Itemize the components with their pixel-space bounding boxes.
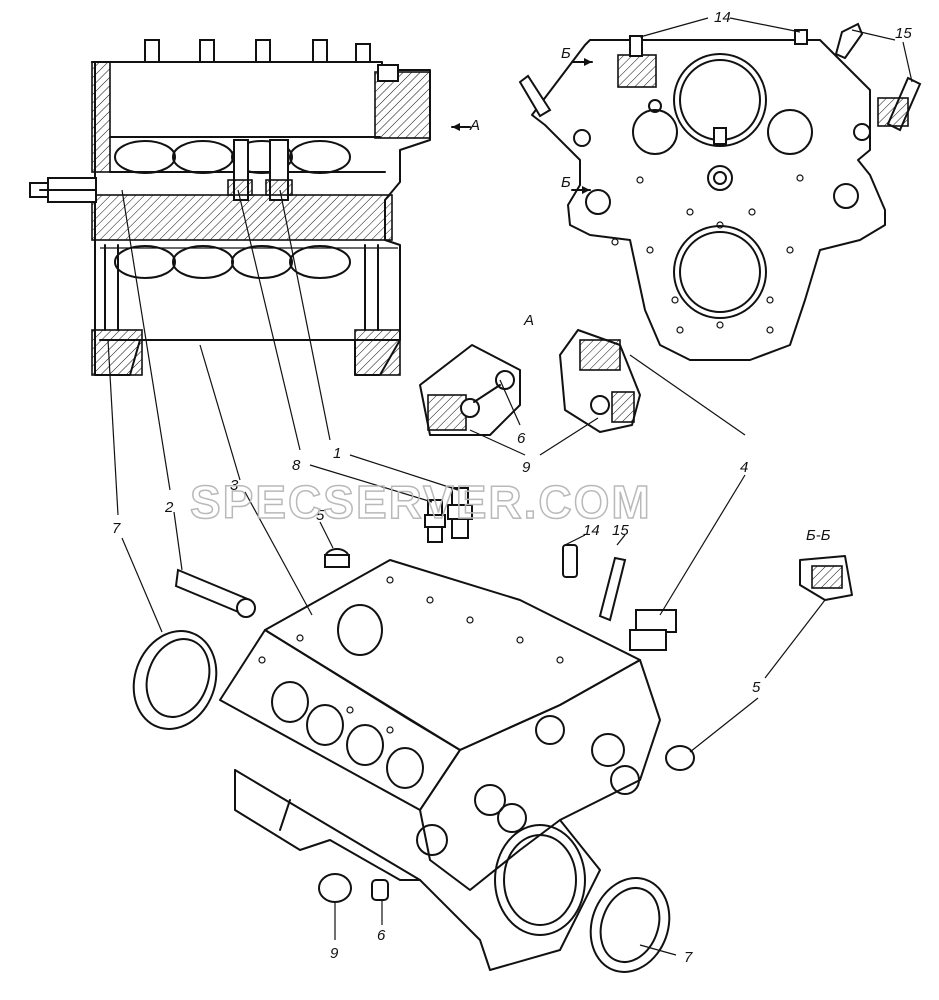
callout-2: 2 <box>164 499 174 516</box>
upper-bores <box>114 140 351 174</box>
label-section-bb: Б-Б <box>806 527 831 544</box>
front-bolt-holes <box>611 174 804 334</box>
label-view-b-2: Б <box>561 174 571 191</box>
callout-4: 4 <box>740 459 748 476</box>
lower-bores <box>114 245 351 279</box>
callout-6-bottom: 6 <box>377 927 386 944</box>
loose-parts <box>132 487 695 973</box>
leader-lines <box>107 17 913 956</box>
longitudinal-section-view: А <box>29 39 480 376</box>
callout-5-left: 5 <box>316 507 325 524</box>
callout-5-right: 5 <box>752 679 761 696</box>
callout-7-left: 7 <box>112 520 121 537</box>
callout-15-mid: 15 <box>612 522 629 539</box>
callout-15-top: 15 <box>895 25 912 42</box>
callout-6-detail: 6 <box>517 430 526 447</box>
callout-14-mid: 14 <box>583 522 600 539</box>
cylinder-block-isometric <box>219 559 661 971</box>
section-bb-view: Б-Б <box>799 527 853 601</box>
callout-1: 1 <box>333 445 341 462</box>
callout-labels: 14 15 6 9 4 8 1 3 2 5 14 15 7 5 9 6 7 <box>112 9 912 966</box>
callout-7-right: 7 <box>684 949 693 966</box>
callout-3: 3 <box>230 477 239 494</box>
label-view-a: А <box>523 312 534 329</box>
callout-14-top: 14 <box>714 9 731 26</box>
block-bores <box>271 604 424 789</box>
callout-8: 8 <box>292 457 301 474</box>
label-arrow-a: А <box>469 117 480 134</box>
side-bosses <box>416 715 640 856</box>
watermark-text: SPECSERVER.COM <box>190 476 652 528</box>
front-studs <box>518 22 922 132</box>
top-studs <box>144 39 371 63</box>
oil-nozzle-shaft <box>29 177 97 203</box>
front-view: Б Б <box>518 22 922 361</box>
detail-a-views: А <box>419 312 641 436</box>
callout-9-detail: 9 <box>522 459 531 476</box>
label-view-b-1: Б <box>561 45 571 62</box>
callout-9-bottom: 9 <box>330 945 339 962</box>
